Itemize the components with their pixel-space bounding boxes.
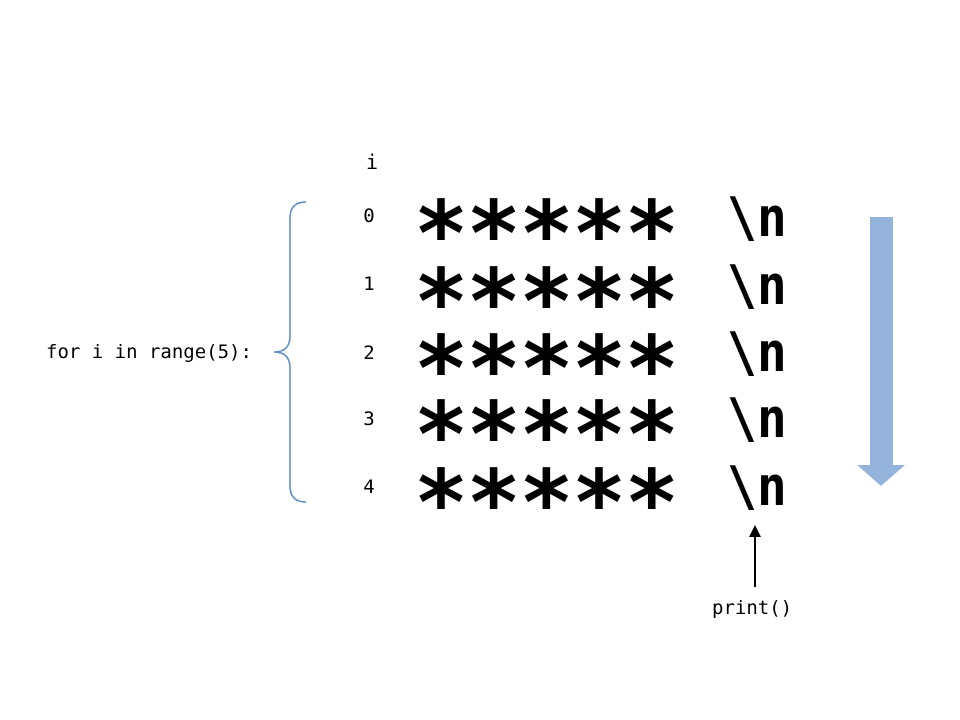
row-index-2: 2 bbox=[363, 342, 375, 364]
row-index-4: 4 bbox=[363, 476, 375, 498]
row-newline-0: \n bbox=[727, 186, 787, 249]
loop-brace bbox=[273, 201, 307, 503]
row-newline-1: \n bbox=[727, 254, 787, 317]
row-stars-3: ***** bbox=[414, 383, 679, 488]
row-index-1: 1 bbox=[363, 273, 375, 295]
print-pointer-arrowhead bbox=[749, 525, 761, 537]
print-call-label: print() bbox=[712, 597, 793, 619]
row-stars-1: ***** bbox=[414, 250, 679, 355]
row-stars-0: ***** bbox=[414, 182, 679, 287]
row-newline-2: \n bbox=[727, 321, 787, 384]
row-newline-4: \n bbox=[727, 455, 787, 518]
loop-statement-label: for i in range(5): bbox=[46, 341, 252, 363]
row-stars-4: ***** bbox=[414, 451, 679, 556]
row-index-0: 0 bbox=[363, 205, 375, 227]
flow-down-arrow bbox=[857, 217, 905, 486]
row-newline-3: \n bbox=[727, 387, 787, 450]
row-index-3: 3 bbox=[363, 408, 375, 430]
row-stars-2: ***** bbox=[414, 317, 679, 422]
index-header: i bbox=[366, 150, 379, 174]
